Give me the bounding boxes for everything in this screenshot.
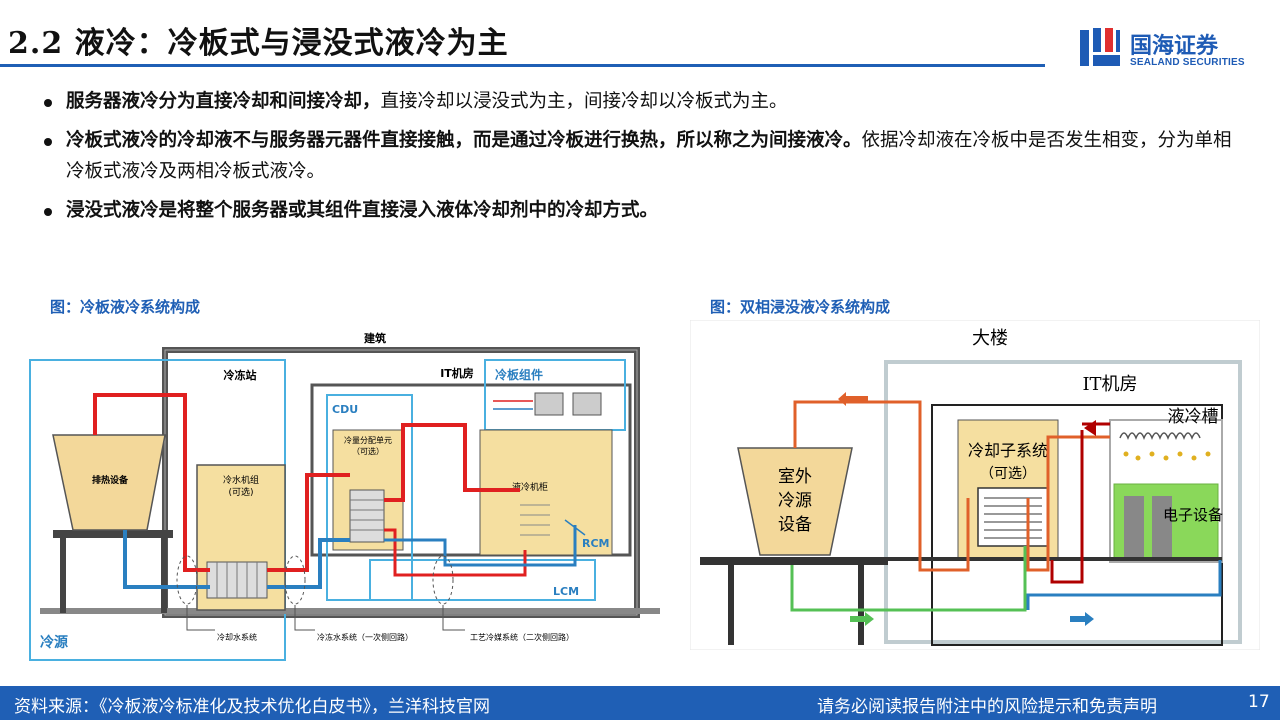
figure-left-caption: 图：冷板液冷系统构成 xyxy=(50,298,201,316)
page-number: 17 xyxy=(1248,692,1270,712)
bullet-item: 浸没式液冷是将整个服务器或其组件直接浸入液体冷却剂中的冷却方式。 xyxy=(40,195,1250,226)
footer-source: 资料来源：《冷板液冷标准化及技术优化白皮书》，兰洋科技官网 xyxy=(14,697,490,717)
label-lcm: LCM xyxy=(553,585,579,598)
label-chilled-water-system: 冷冻水系统（一次侧回路） xyxy=(317,632,413,642)
label-cooling-water-system: 冷却水系统 xyxy=(217,632,257,642)
label-tank: 液冷槽 xyxy=(1168,407,1219,427)
title-divider xyxy=(0,64,1045,67)
footer-bar: 资料来源：《冷板液冷标准化及技术优化白皮书》，兰洋科技官网 请务必阅读报告附注中… xyxy=(0,686,1280,720)
label-outdoor-line2: 冷源 xyxy=(778,491,812,511)
label-chiller: 冷水机组 xyxy=(223,474,259,486)
label-cold-plate-assembly: 冷板组件 xyxy=(495,367,543,382)
cold-plate-diagram: 建筑 冷源 冷冻站 排热设备 冷水机组 (可选) IT机房 CDU 冷量分配单元… xyxy=(29,331,660,661)
label-chiller-station: 冷冻站 xyxy=(224,368,257,382)
bullet-item: 冷板式液冷的冷却液不与服务器元器件直接接触，而是通过冷板进行换热，所以称之为间接… xyxy=(40,125,1250,187)
label-electronics: 电子设备 xyxy=(1163,506,1223,524)
logo-english-name: SEALAND SECURITIES xyxy=(1130,57,1245,68)
page-title: 2.2 液冷：冷板式与浸没式液冷为主 xyxy=(8,26,509,61)
footer-disclaimer: 请务必阅读报告附注中的风险提示和免责声明 xyxy=(817,697,1157,717)
logo-mark-icon xyxy=(1080,28,1120,66)
label-it-room: IT机房 xyxy=(440,366,474,380)
bullet-text: 直接冷却以浸没式为主，间接冷却以冷板式为主。 xyxy=(380,91,788,112)
bullet-item: 服务器液冷分为直接冷却和间接冷却，直接冷却以浸没式为主，间接冷却以冷板式为主。 xyxy=(40,86,1250,117)
immersion-diagram: 大楼 IT机房 室外 冷源 设备 冷却子系统 （可选） 液冷槽 电子设备 xyxy=(690,320,1260,650)
label-cdu: CDU xyxy=(332,403,358,416)
bullet-bold-text: 浸没式液冷是将整个服务器或其组件直接浸入液体冷却剂中的冷却方式。 xyxy=(66,200,659,221)
bullet-text: 依据冷却液在冷板中是否发生相变，分为单相冷板式液冷及两相冷板式液冷。 xyxy=(66,130,1232,182)
label-building: 建筑 xyxy=(364,331,386,345)
label-cold-source: 冷源 xyxy=(40,634,68,651)
label-cdu-unit: 冷量分配单元 xyxy=(344,435,392,445)
label-liquid-cabinet: 液冷机柜 xyxy=(512,481,548,493)
label-it-room: IT机房 xyxy=(1082,374,1137,395)
label-rcm: RCM xyxy=(582,537,610,550)
bullet-list: 服务器液冷分为直接冷却和间接冷却，直接冷却以浸没式为主，间接冷却以冷板式为主。 … xyxy=(40,86,1250,234)
figure-right-caption: 图：双相浸没液冷系统构成 xyxy=(710,298,891,316)
label-outdoor-line1: 室外 xyxy=(778,467,812,487)
label-cooling-subsystem: 冷却子系统 xyxy=(968,441,1048,460)
bullet-bold-text: 冷板式液冷的冷却液不与服务器元器件直接接触，而是通过冷板进行换热，所以称之为间接… xyxy=(66,130,862,151)
logo-chinese-name: 国海证券 xyxy=(1130,34,1219,59)
label-process-coolant-system: 工艺冷媒系统（二次侧回路） xyxy=(470,632,574,642)
label-outdoor-line3: 设备 xyxy=(778,515,812,535)
label-heat-rejection: 排热设备 xyxy=(92,474,129,486)
label-optional: （可选） xyxy=(980,466,1036,482)
bullet-bold-text: 服务器液冷分为直接冷却和间接冷却， xyxy=(66,91,381,112)
company-logo: 国海证券 SEALAND SECURITIES xyxy=(1078,26,1268,74)
label-cdu-optional: （可选） xyxy=(352,446,384,456)
label-building: 大楼 xyxy=(972,328,1008,349)
label-chiller-optional: (可选) xyxy=(228,486,253,498)
